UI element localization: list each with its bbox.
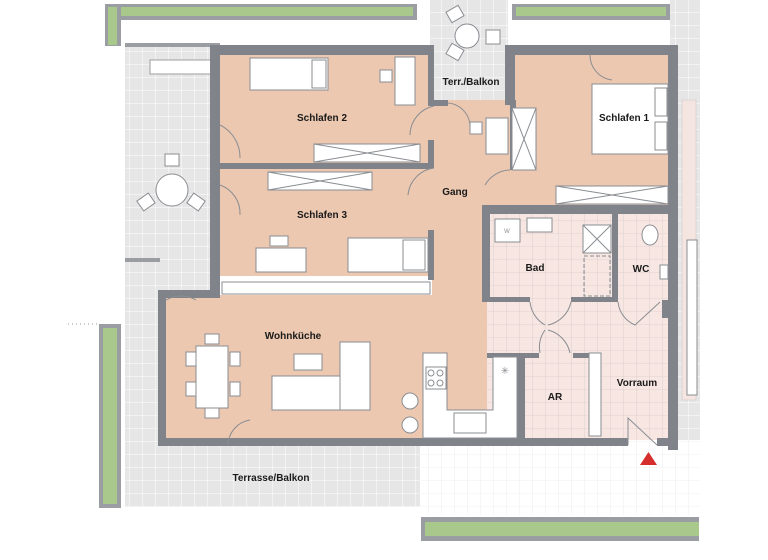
furniture: ✳ W xyxy=(136,4,698,439)
walls xyxy=(158,45,678,450)
label-terr-balkon: Terr./Balkon xyxy=(442,77,499,88)
room-labels: Schlafen 2 Schlafen 3 Schlafen 1 Terr./B… xyxy=(232,77,657,484)
entrance-area xyxy=(420,440,700,515)
terrace-small xyxy=(430,0,508,102)
label-ar: AR xyxy=(548,392,563,403)
terrace-bottom xyxy=(125,440,420,507)
doors xyxy=(165,54,661,446)
label-wohnkueche: Wohnküche xyxy=(265,331,322,342)
label-schlafen-1: Schlafen 1 xyxy=(599,113,649,124)
svg-text:✳: ✳ xyxy=(501,366,509,377)
label-schlafen-2: Schlafen 2 xyxy=(297,113,347,124)
planters xyxy=(99,4,699,541)
label-terrasse-balkon: Terrasse/Balkon xyxy=(232,473,309,484)
label-schlafen-3: Schlafen 3 xyxy=(297,210,347,221)
entrance-marker-icon xyxy=(640,452,657,465)
label-vorraum: Vorraum xyxy=(617,378,657,389)
label-bad: Bad xyxy=(526,263,545,274)
washer-label: W xyxy=(504,229,510,235)
label-gang: Gang xyxy=(442,187,468,198)
label-wc: WC xyxy=(633,264,650,275)
